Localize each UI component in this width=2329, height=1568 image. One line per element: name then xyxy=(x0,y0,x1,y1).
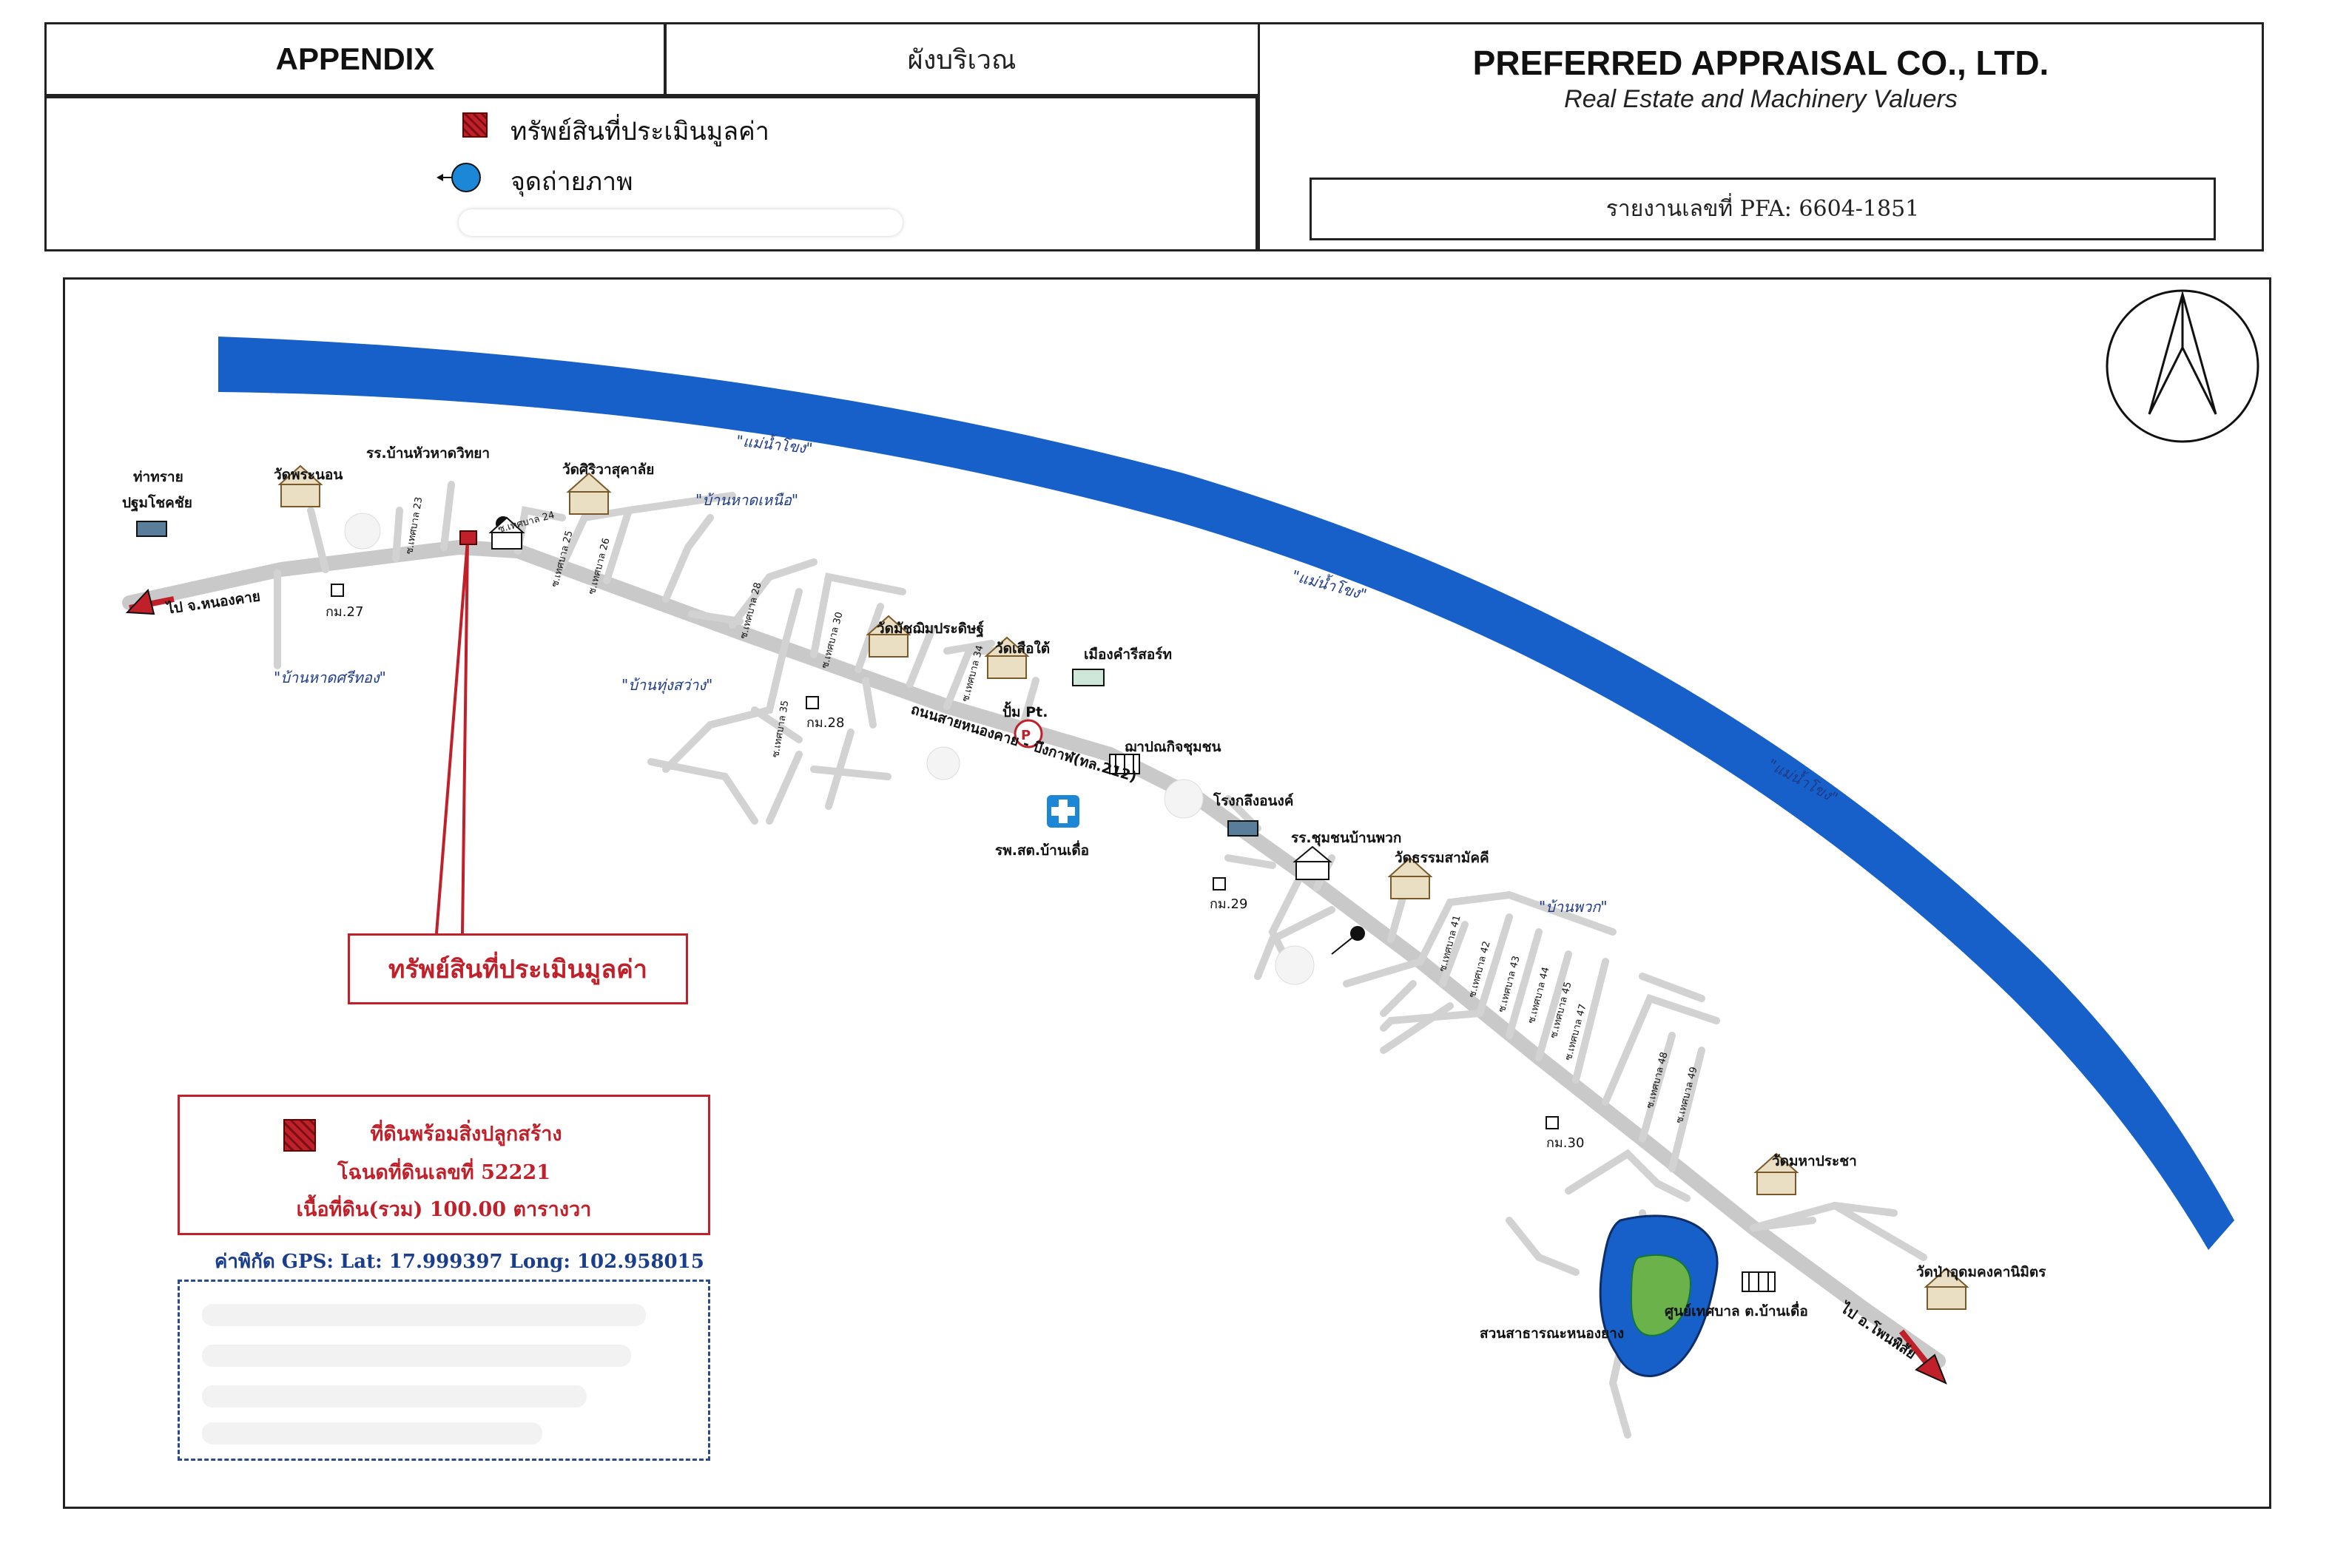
company-name: PREFERRED APPRAISAL CO., LTD. xyxy=(1472,44,2049,82)
asset-callout: ทรัพย์สินที่ประเมินมูลค่า xyxy=(348,933,688,1004)
company-subtitle: Real Estate and Machinery Valuers xyxy=(1564,85,1958,113)
village-hat-si-thong: "บ้านหาดศรีทอง" xyxy=(274,669,386,686)
place-school-hua-hat: รร.บ้านหัวหาดวิทยา xyxy=(366,445,491,462)
place-tha-sai-2: ปฐมโชคชัย xyxy=(122,495,192,511)
km-28: กม.28 xyxy=(806,715,845,731)
village-phuak: "บ้านพวก" xyxy=(1539,898,1608,916)
place-wat-pa: วัดป่าอุดมคงคานิมิตร xyxy=(1916,1264,2046,1280)
north-arrow-icon xyxy=(2106,289,2259,443)
km-29: กม.29 xyxy=(1210,896,1248,912)
village-hat-nuea: "บ้านหาดเหนือ" xyxy=(695,491,799,509)
camera-point-icon xyxy=(437,161,481,194)
direction-arrows xyxy=(125,588,1947,1385)
asset-pointer xyxy=(435,539,469,934)
place-wat-thamma: วัดธรรมสามัคคี xyxy=(1395,850,1489,866)
place-post: ฌาปณกิจชุมชน xyxy=(1125,739,1221,755)
side-roads xyxy=(274,481,1927,1439)
land-legend-icon xyxy=(283,1119,316,1152)
place-wat-maha: วัดมหาประชา xyxy=(1772,1153,1857,1169)
building-icons xyxy=(136,521,1776,1292)
place-tha-sai: ท่าทราย xyxy=(133,469,183,485)
report-number: รายงานเลขที่ PFA: 6604-1851 xyxy=(1310,178,2216,240)
school-icons xyxy=(488,516,1332,880)
place-mueang-kham: เมืองคำรีสอร์ท xyxy=(1084,646,1173,663)
place-municipal: ศูนย์เทศบาล ต.บ้านเดื่อ xyxy=(1665,1303,1808,1319)
place-hospital: รพ.สต.บ้านเดื่อ xyxy=(995,842,1090,859)
hospital-icon xyxy=(1047,795,1079,828)
photo-point-map xyxy=(496,516,1365,955)
village-thung-sawang: "บ้านทุ่งสว่าง" xyxy=(621,676,713,694)
pond-island xyxy=(1630,1254,1692,1336)
km-marker-icons xyxy=(331,584,1559,1129)
temple-icons xyxy=(277,464,1969,1310)
asset-marker xyxy=(459,530,477,545)
place-wat-phra-non: วัดพระนอน xyxy=(274,467,343,483)
km-30: กม.30 xyxy=(1546,1135,1585,1151)
land-info-box: ที่ดินพร้อมสิ่งปลูกสร้าง โฉนดที่ดินเลขที… xyxy=(178,1095,710,1235)
appendix-label: APPENDIX xyxy=(275,41,435,76)
place-wat-siri: วัดศิริวาสุคาลัย xyxy=(562,462,655,478)
pump-icon: P xyxy=(1014,719,1043,748)
redacted-legend xyxy=(459,209,903,236)
mekong-river xyxy=(218,337,2234,1250)
redacted-box xyxy=(178,1280,710,1461)
place-park: สวนสาธารณะหนองยาง xyxy=(1480,1325,1625,1342)
land-line-1: ที่ดินพร้อมสิ่งปลูกสร้าง xyxy=(370,1123,562,1146)
asset-legend-label: ทรัพย์สินที่ประเมินมูลค่า xyxy=(510,117,769,146)
place-pump: ปั้ม Pt. xyxy=(1002,704,1048,720)
legend-box xyxy=(44,96,1258,251)
land-line-3: เนื้อที่ดิน(รวม) 100.00 ตารางวา xyxy=(296,1198,592,1221)
place-school-phuak: รร.ชุมชนบ้านพวก xyxy=(1291,830,1402,846)
company-box xyxy=(1258,22,2264,251)
km-27: กม.27 xyxy=(326,604,364,620)
place-wat-suea-tai: วัดเสือใต้ xyxy=(995,641,1051,657)
gps-coordinates: ค่าพิกัด GPS: Lat: 17.999397 Long: 102.9… xyxy=(215,1251,704,1273)
map-frame xyxy=(63,277,2271,1509)
land-line-2: โฉนดที่ดินเลขที่ 52221 xyxy=(337,1161,551,1184)
plan-title: ผังบริเวณ xyxy=(907,44,1017,75)
photo-point-label: จุดถ่ายภาพ xyxy=(510,167,633,197)
asset-legend-icon xyxy=(462,112,488,138)
place-wat-matchima: วัดมัชฌิมประดิษฐ์ xyxy=(877,621,985,637)
place-factory: โรงกลึงอนงค์ xyxy=(1213,793,1294,809)
svg-text:P: P xyxy=(1021,728,1031,743)
